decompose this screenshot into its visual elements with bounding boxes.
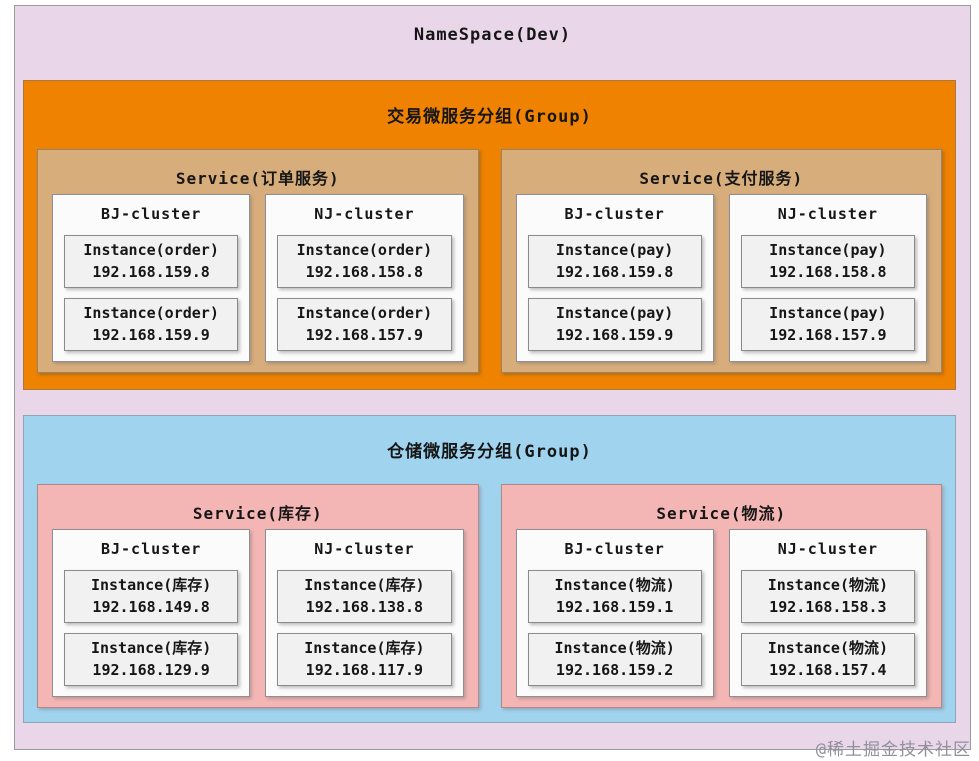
instance-label: Instance(库存) <box>304 576 425 594</box>
instance-label: Instance(order) <box>83 304 219 322</box>
instance-box: Instance(物流) 192.168.158.3 <box>740 570 915 623</box>
instance-box: Instance(库存) 192.168.138.8 <box>277 570 452 623</box>
instance-box: Instance(pay) 192.168.158.8 <box>740 235 915 288</box>
instance-label: Instance(pay) <box>769 304 887 322</box>
cluster-nj: NJ-cluster Instance(pay) 192.168.158.8 I… <box>728 194 927 362</box>
cluster-title: BJ-cluster <box>564 540 665 558</box>
cluster-title: BJ-cluster <box>100 205 202 223</box>
instance-ip: 192.168.157.4 <box>769 660 887 679</box>
instance-label: Instance(pay) <box>555 304 674 322</box>
service-logistics: Service(物流) BJ-cluster Instance(物流) 192.… <box>500 484 942 708</box>
service-order-title: Service(订单服务) <box>175 169 340 188</box>
service-inventory: Service(库存) BJ-cluster Instance(库存) 192.… <box>37 484 479 708</box>
instance-box: Instance(pay) 192.168.159.9 <box>527 298 702 351</box>
instance-box: Instance(物流) 192.168.157.4 <box>740 633 915 686</box>
service-pay-title: Service(支付服务) <box>639 169 804 188</box>
instance-box: Instance(库存) 192.168.117.9 <box>277 633 452 686</box>
instance-ip: 192.168.159.2 <box>555 660 674 679</box>
instance-ip: 192.168.158.3 <box>769 597 887 616</box>
watermark-text: @稀土掘金技术社区 <box>815 740 971 760</box>
instance-box: Instance(库存) 192.168.149.8 <box>64 570 239 623</box>
cluster-title: NJ-cluster <box>314 540 415 558</box>
service-inventory-clusters-row: BJ-cluster Instance(库存) 192.168.149.8 In… <box>38 529 478 697</box>
service-pay-clusters-row: BJ-cluster Instance(pay) 192.168.159.8 I… <box>502 194 942 362</box>
instance-ip: 192.168.157.9 <box>769 325 887 344</box>
instance-label: Instance(物流) <box>767 639 889 657</box>
instance-label: Instance(order) <box>83 241 219 259</box>
instance-ip: 192.168.149.8 <box>92 597 210 616</box>
instance-box: Instance(order) 192.168.159.9 <box>64 298 239 351</box>
cluster-title: BJ-cluster <box>100 540 202 558</box>
cluster-title: NJ-cluster <box>777 205 879 223</box>
instance-ip: 192.168.159.8 <box>555 262 674 281</box>
instance-box: Instance(物流) 192.168.159.2 <box>527 633 702 686</box>
cluster-bj: BJ-cluster Instance(order) 192.168.159.8… <box>52 194 251 362</box>
instance-label: Instance(物流) <box>554 639 675 657</box>
instance-ip: 192.168.157.9 <box>305 325 424 344</box>
instance-box: Instance(order) 192.168.157.9 <box>277 298 452 351</box>
cluster-nj: NJ-cluster Instance(order) 192.168.158.8… <box>265 194 464 362</box>
instance-label: Instance(库存) <box>90 576 212 594</box>
instance-box: Instance(order) 192.168.158.8 <box>277 235 452 288</box>
instance-box: Instance(物流) 192.168.159.1 <box>527 570 702 623</box>
instance-ip: 192.168.129.9 <box>92 660 210 679</box>
cluster-title: NJ-cluster <box>314 205 415 223</box>
instance-ip: 192.168.117.9 <box>305 660 424 679</box>
group-warehouse-services-row: Service(库存) BJ-cluster Instance(库存) 192.… <box>24 484 955 708</box>
service-logistics-title: Service(物流) <box>656 504 787 523</box>
instance-label: Instance(pay) <box>769 241 887 259</box>
group-warehouse: 仓储微服务分组(Group) Service(库存) BJ-cluster In… <box>23 415 956 723</box>
group-trade-title: 交易微服务分组(Group) <box>387 107 592 127</box>
instance-ip: 192.168.158.8 <box>769 262 887 281</box>
instance-label: Instance(库存) <box>90 639 212 657</box>
service-inventory-title: Service(库存) <box>192 504 323 523</box>
cluster-title: BJ-cluster <box>564 205 665 223</box>
instance-ip: 192.168.138.8 <box>305 597 424 616</box>
service-logistics-clusters-row: BJ-cluster Instance(物流) 192.168.159.1 In… <box>502 529 942 697</box>
instance-box: Instance(order) 192.168.159.8 <box>64 235 239 288</box>
instance-label: Instance(pay) <box>555 241 674 259</box>
namespace-title: NameSpace(Dev) <box>413 25 572 45</box>
service-order: Service(订单服务) BJ-cluster Instance(order)… <box>37 149 479 373</box>
cluster-bj: BJ-cluster Instance(库存) 192.168.149.8 In… <box>52 529 251 697</box>
instance-ip: 192.168.159.8 <box>92 262 210 281</box>
cluster-nj: NJ-cluster Instance(物流) 192.168.158.3 In… <box>728 529 927 697</box>
cluster-title: NJ-cluster <box>777 540 879 558</box>
cluster-bj: BJ-cluster Instance(pay) 192.168.159.8 I… <box>515 194 714 362</box>
instance-label: Instance(库存) <box>304 639 425 657</box>
service-pay: Service(支付服务) BJ-cluster Instance(pay) 1… <box>500 149 942 373</box>
instance-ip: 192.168.158.8 <box>305 262 424 281</box>
namespace-container: NameSpace(Dev) 交易微服务分组(Group) Service(订单… <box>14 5 971 750</box>
cluster-nj: NJ-cluster Instance(库存) 192.168.138.8 In… <box>265 529 464 697</box>
instance-label: Instance(order) <box>296 304 433 322</box>
service-order-clusters-row: BJ-cluster Instance(order) 192.168.159.8… <box>38 194 478 362</box>
instance-label: Instance(order) <box>296 241 433 259</box>
instance-box: Instance(库存) 192.168.129.9 <box>64 633 239 686</box>
instance-box: Instance(pay) 192.168.159.8 <box>527 235 702 288</box>
cluster-bj: BJ-cluster Instance(物流) 192.168.159.1 In… <box>515 529 714 697</box>
instance-ip: 192.168.159.1 <box>555 597 674 616</box>
instance-ip: 192.168.159.9 <box>92 325 210 344</box>
instance-label: Instance(物流) <box>767 576 889 594</box>
instance-label: Instance(物流) <box>554 576 675 594</box>
group-trade-services-row: Service(订单服务) BJ-cluster Instance(order)… <box>24 149 955 373</box>
instance-box: Instance(pay) 192.168.157.9 <box>740 298 915 351</box>
group-warehouse-title: 仓储微服务分组(Group) <box>387 442 592 462</box>
instance-ip: 192.168.159.9 <box>555 325 674 344</box>
group-trade: 交易微服务分组(Group) Service(订单服务) BJ-cluster … <box>23 80 956 390</box>
